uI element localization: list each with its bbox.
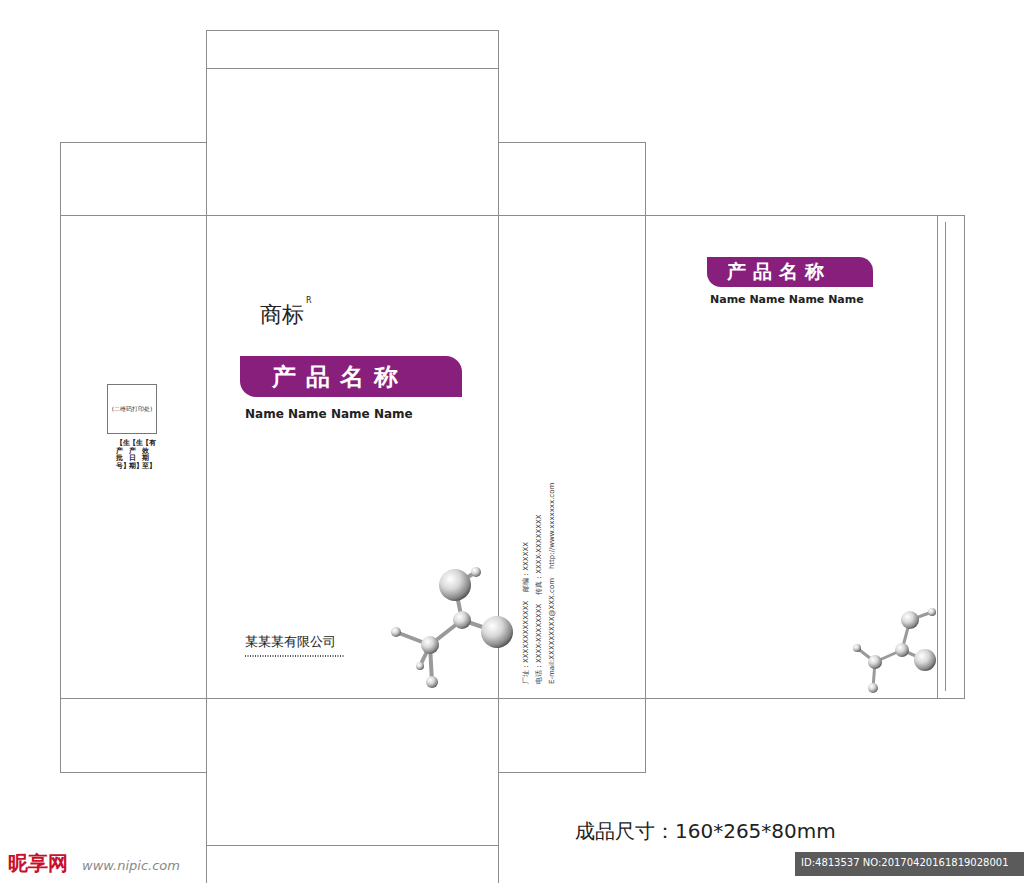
dotted-rule (245, 655, 345, 657)
product-name-band: 产品名称 (240, 356, 462, 397)
qr-code-box: (二维码打印处) (107, 384, 157, 434)
registered-mark: R (306, 296, 312, 306)
dieline (61, 31, 965, 883)
phone-line: 电话：XXXX-XXXXXXXX 传真：XXXX-XXXXXXXX (535, 514, 543, 684)
watermark-bar (795, 852, 1024, 876)
web-line: E-mail:XXXXXXXXX@XXX.com http://www.xxxx… (548, 483, 556, 684)
molecule-front (391, 567, 513, 688)
trademark: 商标 (260, 302, 304, 328)
english-name: Name Name Name Name (710, 293, 864, 306)
node-text: (二维码打印处) (112, 405, 153, 414)
node-text: 产品名称 (727, 259, 831, 285)
molecule-back (853, 608, 936, 693)
address-line: 厂址：XXXXXXXXXXXXX 邮编：XXXXXX (522, 542, 530, 684)
watermark-url: www.nipic.com (82, 858, 180, 874)
watermark-logo: 昵享网 (8, 851, 68, 875)
finished-size: 成品尺寸：160*265*80mm (575, 819, 836, 843)
date-field: 【生产日期】 (129, 440, 136, 471)
node-text: 产品名称 (272, 361, 408, 393)
product-name-band: 产品名称 (707, 257, 873, 287)
expiry-field: 【有效期至】 (142, 440, 149, 471)
english-name: Name Name Name Name (245, 407, 413, 421)
watermark-id: ID:4813537 NO:20170420161819028001 (801, 857, 1009, 869)
company-name: 某某某有限公司 (245, 634, 336, 649)
batch-field: 【生产批号】 (116, 440, 123, 471)
